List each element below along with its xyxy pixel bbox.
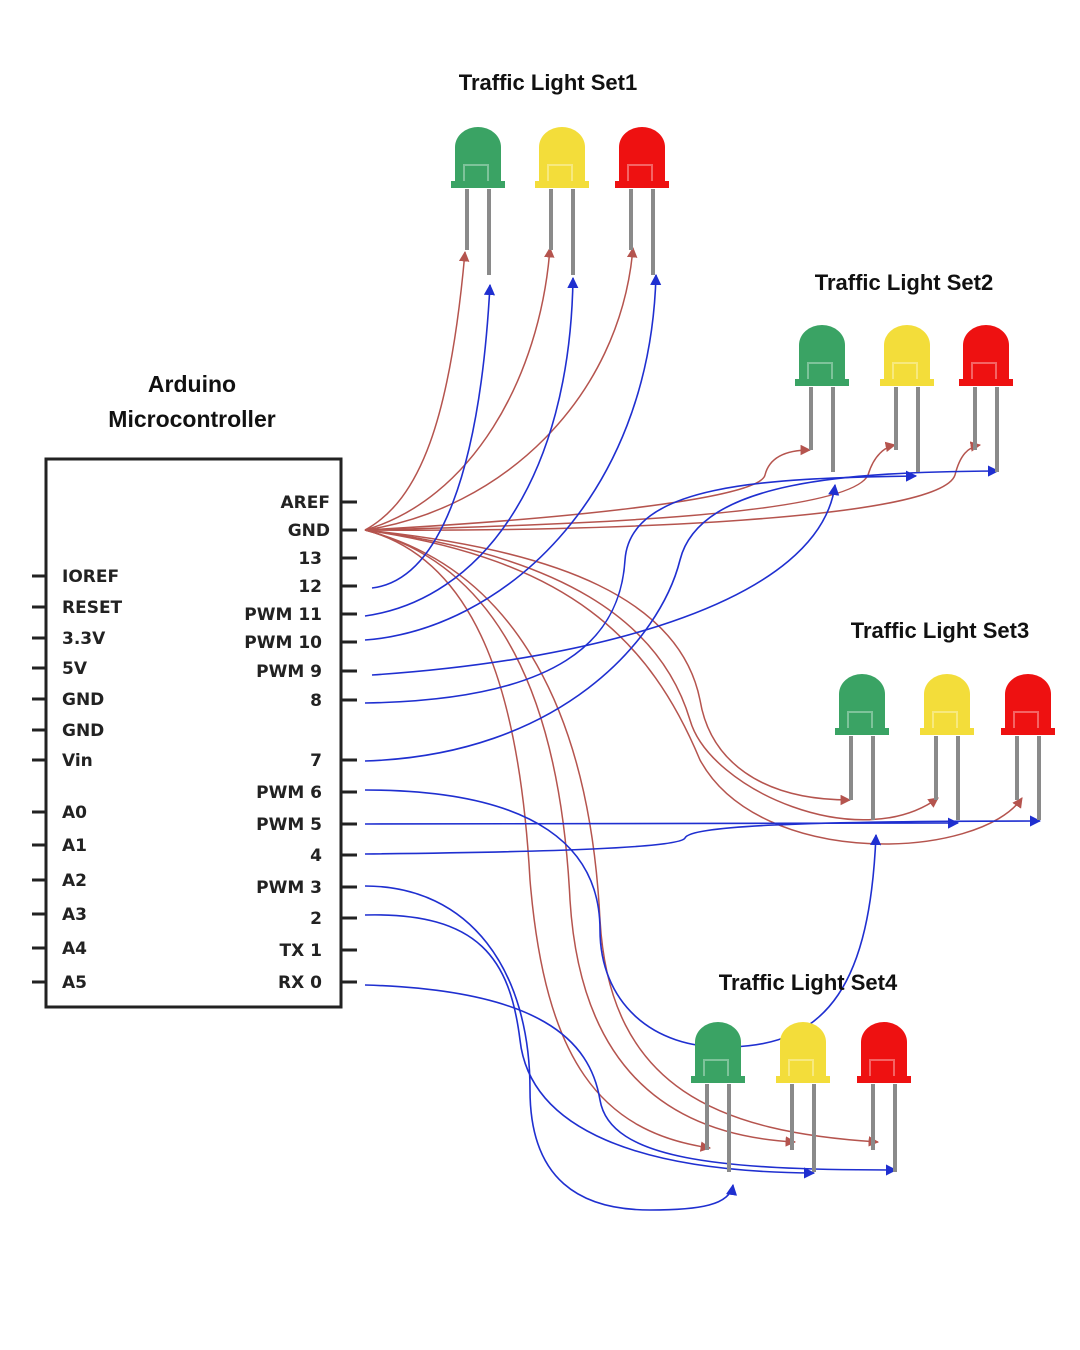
led-set2-yellow [880, 325, 934, 472]
pin-2: 2 [310, 909, 322, 929]
left-pin-labels: IOREF RESET 3.3V 5V GND GND Vin A0 A1 A2… [62, 567, 123, 993]
pin-12: 12 [298, 577, 322, 597]
left-pin-stubs [32, 574, 46, 984]
set4-title: Traffic Light Set4 [719, 970, 898, 995]
gnd-wire-s1-red [364, 246, 638, 531]
pin-aref: AREF [281, 493, 330, 513]
pin-a5: A5 [62, 973, 87, 993]
led-set4-green [691, 1022, 745, 1172]
led-set1-green [451, 127, 505, 275]
pin-0: RX 0 [278, 973, 322, 993]
signal-wire-pin2 [364, 914, 816, 1179]
signal-wire-pin0 [364, 984, 898, 1176]
signal-wire-pin5 [364, 817, 960, 829]
arduino-title-line2: Microcontroller [108, 406, 275, 432]
pin-gnd-left-1: GND [62, 690, 104, 710]
gnd-wire-s3-yellow [364, 529, 939, 821]
led-set2-red [959, 325, 1013, 472]
pin-a0: A0 [62, 803, 87, 823]
led-set3-red [1001, 674, 1055, 820]
pin-7: 7 [310, 751, 322, 771]
arduino-title-line1: Arduino [148, 371, 236, 397]
set2-title: Traffic Light Set2 [815, 270, 993, 295]
gnd-wire-s4-yellow [364, 529, 797, 1147]
pin-reset: RESET [62, 598, 123, 618]
signal-wire-pin4 [364, 815, 1042, 855]
set3-title: Traffic Light Set3 [851, 618, 1029, 643]
gnd-wires [364, 246, 1023, 1152]
signal-wire-pin6 [364, 789, 882, 1048]
pin-4: 4 [310, 846, 322, 866]
led-set1-yellow [535, 127, 589, 275]
pin-gnd-right: GND [288, 521, 330, 541]
pin-a1: A1 [62, 836, 87, 856]
gnd-wire-s2-green [364, 444, 812, 531]
led-set4-red [857, 1022, 911, 1172]
signal-wire-pin10 [364, 273, 662, 641]
gnd-wire-s1-yellow [364, 246, 555, 531]
pin-a4: A4 [62, 939, 87, 959]
right-pin-labels: AREF GND 13 12 PWM 11 PWM 10 PWM 9 8 7 P… [244, 493, 330, 993]
gnd-wire-s2-red [364, 441, 982, 531]
led-set2-green [795, 325, 849, 472]
pin-1: TX 1 [280, 941, 322, 961]
led-set1-red [615, 127, 669, 275]
gnd-wire-s1-green [364, 250, 470, 531]
pin-5v: 5V [62, 659, 88, 679]
led-set4-yellow [776, 1022, 830, 1172]
pin-3v3: 3.3V [62, 629, 106, 649]
gnd-wire-s4-green [364, 529, 712, 1152]
pin-10: PWM 10 [244, 633, 322, 653]
pin-9: PWM 9 [256, 662, 322, 682]
pin-a2: A2 [62, 871, 87, 891]
signal-wire-pin12 [371, 283, 496, 589]
pin-6: PWM 6 [256, 783, 322, 803]
pin-13: 13 [298, 549, 322, 569]
signal-wire-pin9 [371, 483, 840, 676]
set1-title: Traffic Light Set1 [459, 70, 637, 95]
signal-wire-pin8 [364, 470, 918, 704]
pin-8: 8 [310, 691, 322, 711]
pin-vin: Vin [62, 751, 93, 771]
signal-wires [364, 273, 1042, 1211]
gnd-wire-s2-yellow [364, 441, 897, 531]
pin-3: PWM 3 [256, 878, 322, 898]
gnd-wire-s3-red [364, 529, 1023, 845]
pin-11: PWM 11 [244, 605, 322, 625]
pin-gnd-left-2: GND [62, 721, 104, 741]
pin-ioref: IOREF [62, 567, 119, 587]
arduino-board [44, 457, 343, 1009]
led-set3-yellow [920, 674, 974, 820]
gnd-wire-s3-green [364, 529, 852, 806]
led-group [451, 127, 1055, 1172]
right-pin-stubs [341, 500, 357, 984]
pin-5: PWM 5 [256, 815, 322, 835]
signal-wire-pin7 [364, 465, 1000, 762]
led-set3-green [835, 674, 889, 820]
pin-a3: A3 [62, 905, 87, 925]
signal-wire-pin3 [364, 885, 738, 1211]
signal-wire-pin11 [364, 276, 579, 617]
